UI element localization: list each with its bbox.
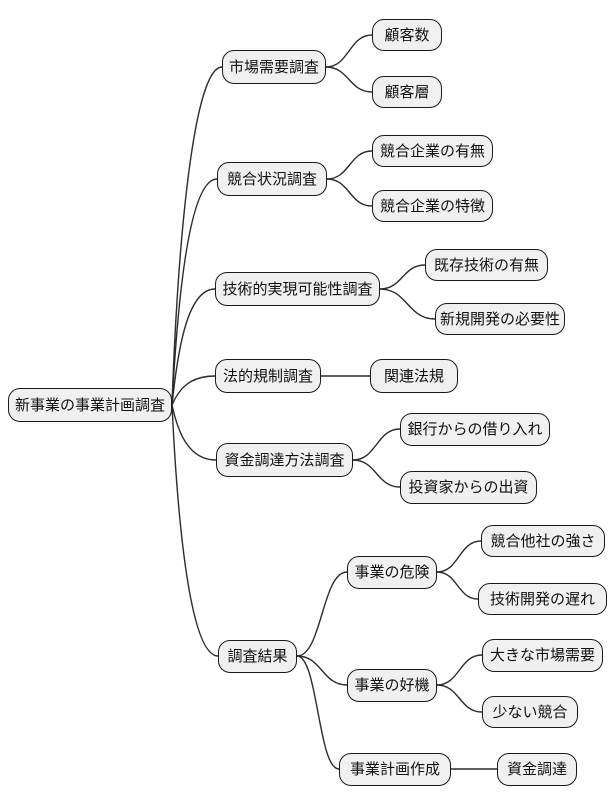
- node-low-competition: 少ない競合: [482, 696, 578, 728]
- edge-funding-to-investor-funding: [352, 459, 401, 488]
- edge-root-to-competition-survey: [171, 178, 218, 406]
- node-competition-survey: 競合状況調査: [217, 162, 327, 196]
- node-business-plan-creation: 事業計画作成: [339, 753, 451, 786]
- node-new-development-need: 新規開発の必要性: [435, 303, 565, 335]
- edge-root-to-technical-feasibility-survey: [171, 288, 216, 406]
- edge-feasibility-to-new-development-need: [379, 288, 436, 320]
- edge-market-demand-to-customer-segment: [325, 66, 373, 93]
- node-market-demand-survey: 市場需要調査: [222, 50, 326, 84]
- edge-root-to-survey-results: [171, 404, 219, 657]
- edge-risk-to-competitor-strength: [436, 540, 482, 573]
- node-new-business-plan-survey: 新事業の事業計画調査: [8, 388, 172, 422]
- node-competitor-strength: 競合他社の強さ: [481, 525, 605, 557]
- edge-competition-to-competitor-existence: [326, 150, 373, 180]
- node-large-market-demand: 大きな市場需要: [482, 639, 603, 672]
- node-bank-loan: 銀行からの借り入れ: [400, 413, 550, 446]
- node-existing-technology: 既存技術の有無: [425, 249, 548, 281]
- edge-market-demand-to-customer-count: [325, 34, 373, 68]
- node-business-risk: 事業の危険: [347, 556, 437, 589]
- node-funding-method-survey: 資金調達方法調査: [216, 443, 353, 477]
- node-related-laws: 関連法規: [370, 359, 458, 393]
- edge-results-to-business-risk: [296, 571, 348, 657]
- node-customer-count: 顧客数: [372, 19, 442, 51]
- node-legal-regulation-survey: 法的規制調査: [215, 359, 321, 393]
- edge-results-to-business-opportunity: [296, 655, 348, 686]
- edge-root-to-market-demand-survey: [171, 66, 223, 406]
- node-competitor-existence: 競合企業の有無: [372, 135, 493, 167]
- node-survey-results: 調査結果: [218, 640, 297, 673]
- edge-results-to-business-plan-creation: [296, 655, 340, 770]
- node-customer-segment: 顧客層: [372, 76, 442, 108]
- node-business-opportunity: 事業の好機: [347, 669, 437, 702]
- edge-opportunity-to-large-market-demand: [436, 654, 483, 686]
- edge-feasibility-to-existing-technology: [379, 264, 426, 290]
- edge-competition-to-competitor-characteristics: [326, 178, 373, 207]
- node-tech-development-delay: 技術開発の遅れ: [478, 583, 607, 615]
- node-investor-funding: 投資家からの出資: [400, 471, 537, 504]
- edge-opportunity-to-low-competition: [436, 684, 483, 713]
- node-technical-feasibility-survey: 技術的実現可能性調査: [215, 272, 380, 306]
- node-competitor-characteristics: 競合企業の特徴: [372, 190, 493, 222]
- node-fundraising: 資金調達: [497, 753, 577, 786]
- edge-risk-to-tech-development-delay: [436, 571, 479, 600]
- edge-root-to-funding-method-survey: [171, 404, 217, 461]
- edge-funding-to-bank-loan: [352, 428, 401, 461]
- edge-root-to-legal-regulation-survey: [171, 375, 216, 406]
